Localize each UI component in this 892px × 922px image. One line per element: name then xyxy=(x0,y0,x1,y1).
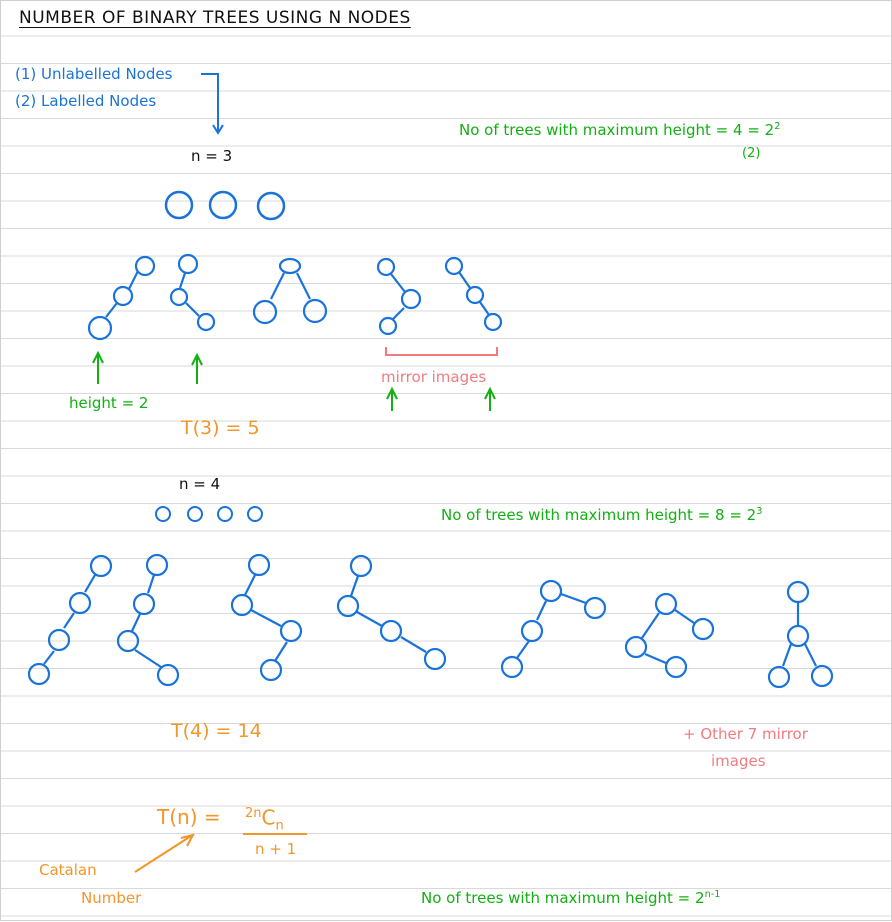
formula-num-sub: n xyxy=(275,818,284,834)
number-word: Number xyxy=(81,889,142,907)
n4-count: T(4) = 14 xyxy=(171,720,262,742)
n3-label: n = 3 xyxy=(191,147,233,165)
n4-trees xyxy=(27,553,834,689)
n4-label: n = 4 xyxy=(179,475,221,493)
n3-max-height-note: No of trees with maximum height = 4 = 22 xyxy=(459,122,780,138)
other-mirrors-line2: images xyxy=(711,752,766,770)
n3-count: T(3) = 5 xyxy=(181,417,260,439)
height-arrows xyxy=(92,350,496,411)
n3-max-height-exp: 2 xyxy=(774,121,781,132)
height-note: height = 2 xyxy=(69,394,149,412)
general-max-height-note: No of trees with maximum height = 2n-1 xyxy=(421,890,720,906)
type-unlabelled: (1) Unlabelled Nodes xyxy=(15,65,173,83)
general-max-height-text: No of trees with maximum height = 2 xyxy=(421,889,705,907)
n4-max-height-exp: 3 xyxy=(756,506,763,517)
n3-trees xyxy=(87,253,503,341)
n4-max-height-text: No of trees with maximum height = 8 = 2 xyxy=(441,506,757,524)
formula-num-sup: 2n xyxy=(245,806,262,821)
n3-nodes xyxy=(164,190,286,221)
pointer-arrow xyxy=(201,73,224,135)
formula-denominator: n + 1 xyxy=(255,840,297,858)
mirror-bracket xyxy=(385,347,498,356)
formula-lhs: T(n) = xyxy=(157,805,221,829)
general-max-height-exp: n-1 xyxy=(704,889,721,900)
catalan-word: Catalan xyxy=(39,861,97,879)
page-title: NUMBER OF BINARY TREES USING N NODES xyxy=(19,8,411,28)
formula-numerator: 2nCn xyxy=(245,807,284,833)
n4-nodes xyxy=(155,506,263,522)
other-mirrors-line1: + Other 7 mirror xyxy=(683,725,808,743)
n3-max-height-sub: (2) xyxy=(742,146,761,161)
type-labelled: (2) Labelled Nodes xyxy=(15,92,157,110)
n3-max-height-text: No of trees with maximum height = 4 = 2 xyxy=(459,121,775,139)
formula-num-main: C xyxy=(261,805,276,830)
mirror-images-note: mirror images xyxy=(381,368,487,386)
catalan-arrow xyxy=(134,833,195,873)
n4-max-height-note: No of trees with maximum height = 8 = 23 xyxy=(441,507,762,523)
